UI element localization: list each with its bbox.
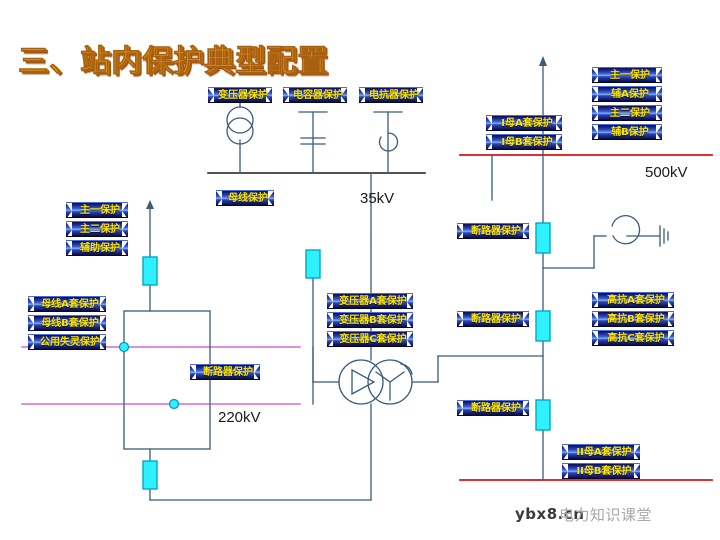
breaker-group [142, 222, 551, 490]
chip-auxiliary-b-protection-500kv[interactable]: 辅B保护 [592, 124, 662, 140]
chip-label: 母线保护 [228, 193, 268, 204]
chip-label: 辅B保护 [611, 127, 649, 138]
chip-label: I母A套保护 [501, 118, 553, 129]
chip-main-protection-1-500kv[interactable]: 主一保护 [592, 67, 662, 83]
chip-breaker-protection-500kv-2[interactable]: 断路器保护 [457, 311, 529, 327]
chip-transformer-c-protection[interactable]: 变压器C套保护 [327, 331, 413, 347]
watermark-domain: ybx8.cn [515, 505, 585, 523]
chip-bus-II-b-protection-500kv[interactable]: II母B套保护 [562, 463, 640, 479]
transformer-35kv-winding-2 [226, 117, 254, 145]
transformer-wye-symbol [375, 371, 405, 401]
chip-label: II母B套保护 [576, 466, 632, 477]
chip-label: 母线A套保护 [41, 299, 99, 310]
chip-bus-a-protection-220kv[interactable]: 母线A套保护 [28, 296, 106, 312]
chip-label: 辅助保护 [80, 243, 120, 254]
chip-label: 断路器保护 [471, 403, 521, 414]
breaker-500kv-3 [535, 399, 551, 431]
chip-label: 变压器A套保护 [339, 296, 407, 307]
chip-transformer-a-protection[interactable]: 变压器A套保护 [327, 293, 413, 309]
chip-bus-b-protection-220kv[interactable]: 母线B套保护 [28, 315, 106, 331]
chip-common-breaker-failure-protection[interactable]: 公用失灵保护 [28, 334, 106, 350]
reactor-35kv-coil [378, 132, 399, 152]
chip-label: 电容器保护 [293, 90, 343, 101]
chip-label: 母线B套保护 [41, 318, 99, 329]
chip-label: 电抗器保护 [369, 90, 419, 101]
chip-bus-protection-35kv[interactable]: 母线保护 [216, 190, 274, 206]
chip-label: 断路器保护 [471, 314, 521, 325]
breaker-220kv-line [142, 256, 158, 286]
chip-reactor-b-protection[interactable]: 高抗B套保护 [592, 311, 674, 327]
main-transformer-hv-winding [338, 359, 384, 405]
chip-label: 断路器保护 [203, 367, 253, 378]
breaker-220kv-bus-coupler [305, 249, 321, 279]
chip-label: 高抗A套保护 [607, 295, 665, 306]
chip-label: 主一保护 [80, 205, 120, 216]
chip-label: 变压器保护 [218, 90, 268, 101]
breaker-500kv-1 [535, 222, 551, 254]
page-title: 三、站内保护典型配置 [18, 44, 328, 80]
chip-label: II母A套保护 [576, 447, 632, 458]
node-bus-II-220kv [168, 398, 180, 410]
chip-reactor-c-protection[interactable]: 高抗C套保护 [592, 330, 674, 346]
breaker-220kv-transformer [142, 460, 158, 490]
transformer-delta-symbol [351, 368, 376, 396]
chip-label: 变压器B套保护 [339, 315, 407, 326]
chip-label: 主二保护 [80, 224, 120, 235]
chip-bus-I-a-protection-500kv[interactable]: I母A套保护 [486, 115, 562, 131]
voltage-label-500kv: 500kV [645, 164, 688, 181]
chip-label: 主一保护 [610, 70, 650, 81]
bay-220kv-loop [123, 310, 211, 450]
chip-label: 断路器保护 [471, 226, 521, 237]
breaker-500kv-2 [535, 310, 551, 342]
chip-main-protection-1-220kv[interactable]: 主一保护 [66, 202, 128, 218]
voltage-label-35kv: 35kV [360, 190, 395, 207]
chip-reactor-a-protection[interactable]: 高抗A套保护 [592, 292, 674, 308]
node-group [118, 341, 180, 410]
transformer-neutral-arc [400, 363, 413, 375]
chip-label: 变压器C套保护 [339, 334, 407, 345]
chip-main-protection-2-220kv[interactable]: 主二保护 [66, 221, 128, 237]
chip-main-protection-2-500kv[interactable]: 主二保护 [592, 105, 662, 121]
chip-transformer-protection[interactable]: 变压器保护 [208, 87, 272, 103]
chip-label: 公用失灵保护 [40, 337, 100, 348]
chip-transformer-b-protection[interactable]: 变压器B套保护 [327, 312, 413, 328]
chip-breaker-protection-500kv-1[interactable]: 断路器保护 [457, 223, 529, 239]
chip-capacitor-protection[interactable]: 电容器保护 [283, 87, 347, 103]
transformer-35kv-winding-1 [226, 106, 254, 134]
node-bus-I-220kv [118, 341, 130, 353]
chip-label: I母B套保护 [501, 137, 553, 148]
line-220kv-arrow [146, 200, 154, 209]
chip-reactor-protection[interactable]: 电抗器保护 [359, 87, 423, 103]
chip-bus-II-a-protection-500kv[interactable]: II母A套保护 [562, 444, 640, 460]
chip-label: 辅A保护 [611, 89, 649, 100]
chip-auxiliary-a-protection-500kv[interactable]: 辅A保护 [592, 86, 662, 102]
line-500kv-arrow [539, 56, 547, 66]
chip-bus-I-b-protection-500kv[interactable]: I母B套保护 [486, 134, 562, 150]
chip-label: 高抗B套保护 [607, 314, 665, 325]
voltage-label-220kv: 220kV [218, 409, 261, 426]
watermark-text: 电力知识课堂 [559, 506, 653, 524]
chip-breaker-protection-220kv[interactable]: 断路器保护 [190, 364, 260, 380]
chip-auxiliary-protection-220kv[interactable]: 辅助保护 [66, 240, 128, 256]
chip-label: 高抗C套保护 [607, 333, 665, 344]
chip-label: 主二保护 [610, 108, 650, 119]
chip-breaker-protection-500kv-3[interactable]: 断路器保护 [457, 400, 529, 416]
reactor-500kv-coil [611, 215, 641, 245]
